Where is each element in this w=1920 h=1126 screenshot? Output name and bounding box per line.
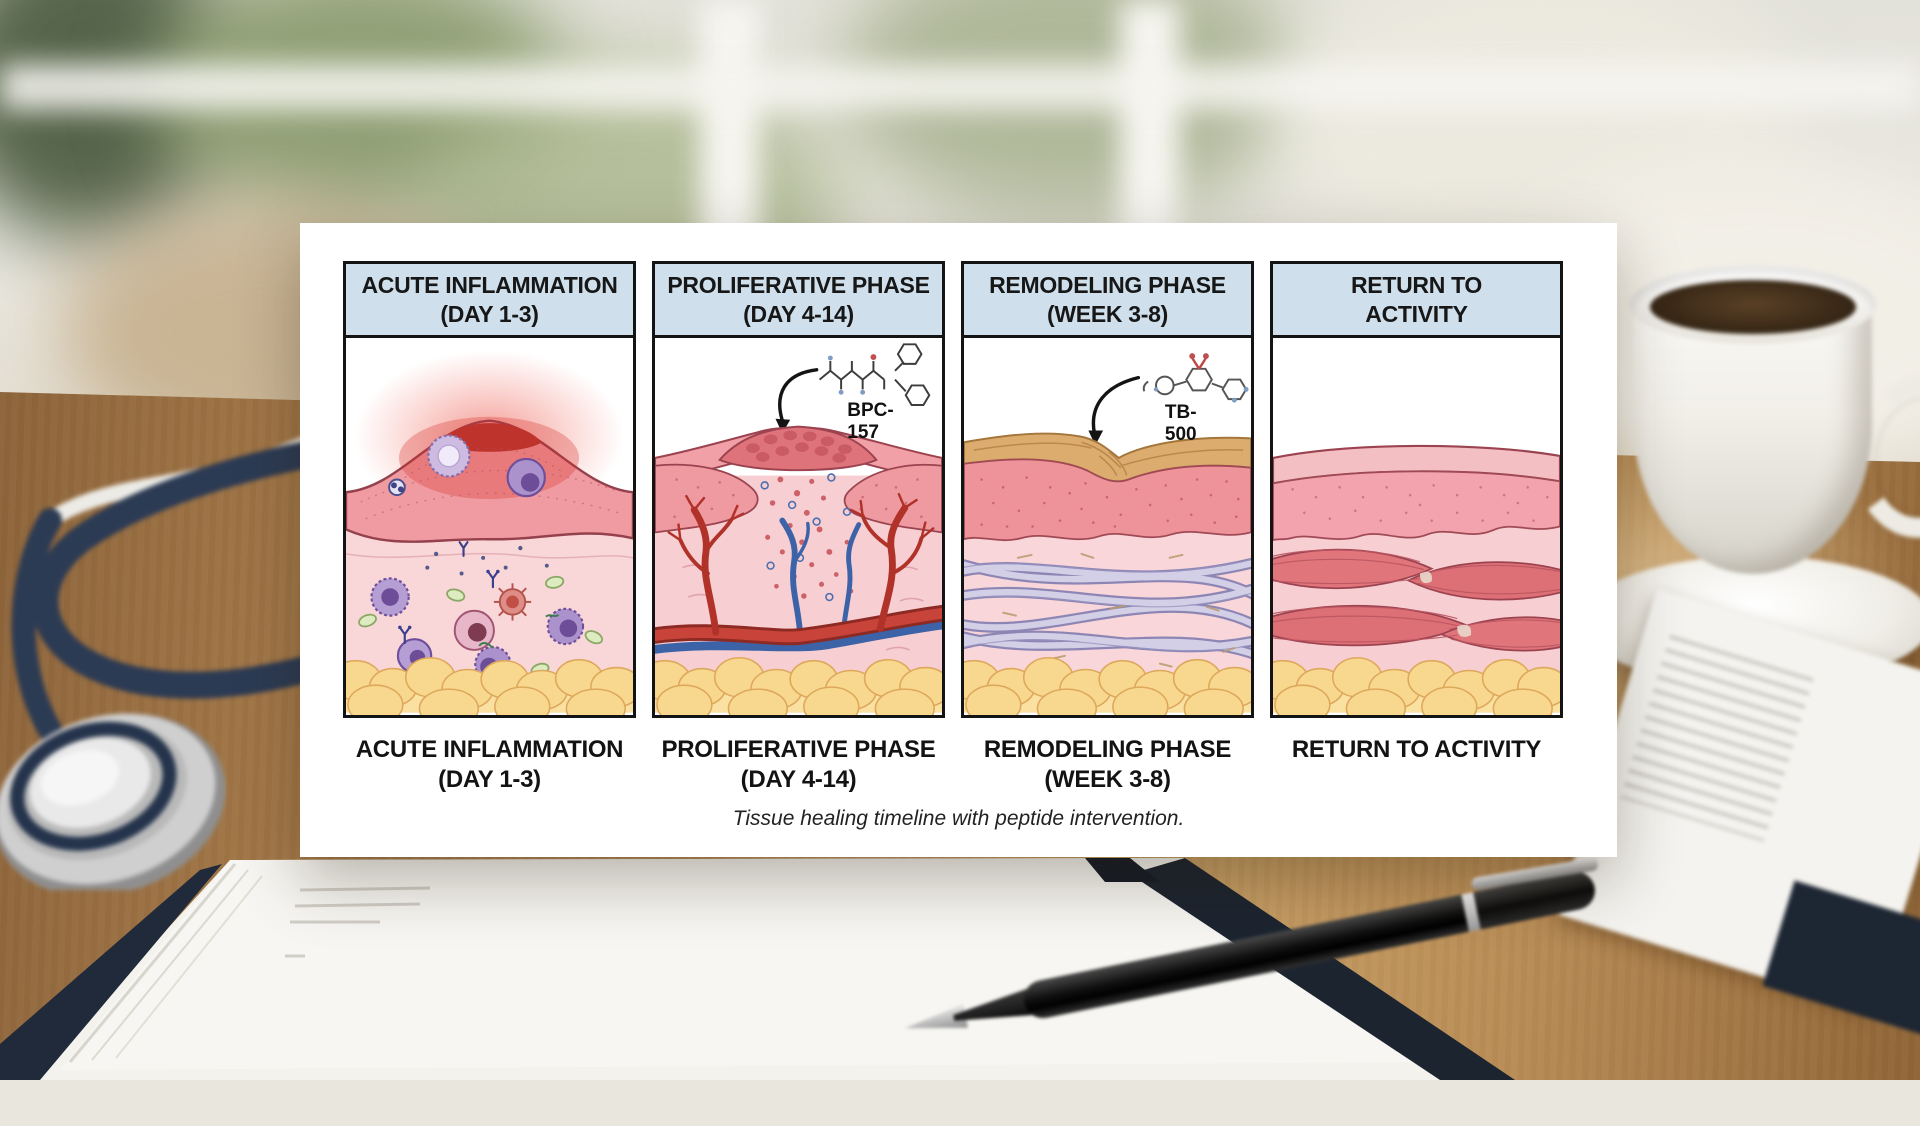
caption-line2: (DAY 1-3) [438, 766, 541, 793]
peptide-arrow [775, 368, 819, 434]
panel-acute-inflammation: ACUTE INFLAMMATION (DAY 1-3) [343, 261, 636, 795]
panel-header-line2: ACTIVITY [1365, 300, 1468, 327]
stethoscope [0, 382, 688, 890]
panel-frame: REMODELING PHASE (WEEK 3-8) [961, 261, 1254, 718]
panel-header: RETURN TO ACTIVITY [1273, 264, 1560, 338]
bpc157-molecule [818, 343, 931, 407]
fat-layer [1273, 656, 1560, 715]
panel-caption: RETURN TO ACTIVITY [1291, 735, 1542, 765]
open-book [0, 858, 1515, 1080]
healed-muscle-drawing [1273, 340, 1560, 715]
fat-layer [346, 656, 633, 715]
panel-header: PROLIFERATIVE PHASE (DAY 4-14) [655, 264, 942, 338]
acute-inflammation-illustration [346, 338, 633, 715]
caption-line1: PROLIFERATIVE PHASE [661, 736, 936, 763]
tb500-label: TB-500 [1164, 402, 1197, 445]
panel-header-line1: RETURN TO [1350, 271, 1483, 298]
desk-scene: ACUTE INFLAMMATION (DAY 1-3) [0, 0, 1920, 1080]
fat-layer [964, 656, 1251, 715]
pen-body [1020, 890, 1489, 1022]
healed-tissue-illustration [1273, 338, 1560, 715]
bpc157-label: BPC-157 [847, 400, 894, 443]
panel-caption: ACUTE INFLAMMATION (DAY 1-3) [355, 735, 624, 795]
caption-line2: (DAY 4-14) [740, 766, 857, 793]
page-text-lines [1620, 635, 1814, 842]
proliferative-illustration: BPC-157 [655, 338, 942, 715]
fat-layer [655, 656, 942, 715]
coffee-surface [1650, 280, 1856, 334]
tb500-molecule [1142, 353, 1249, 403]
panel-frame: ACUTE INFLAMMATION (DAY 1-3) [343, 261, 636, 718]
panel-proliferative-phase: PROLIFERATIVE PHASE (DAY 4-14) [652, 261, 945, 795]
panel-header-line1: REMODELING PHASE [989, 271, 1226, 298]
panel-header-line2: (DAY 1-3) [440, 300, 539, 327]
caption-line1: ACUTE INFLAMMATION [355, 736, 624, 763]
pen-tip [902, 1004, 968, 1040]
skin-inflammation-drawing [346, 340, 633, 715]
panel-caption: PROLIFERATIVE PHASE (DAY 4-14) [662, 735, 936, 795]
peptide-arrow [1088, 375, 1141, 446]
panel-caption: REMODELING PHASE (WEEK 3-8) [983, 735, 1232, 795]
caption-line2: (WEEK 3-8) [1044, 766, 1171, 793]
figure-caption: Tissue healing timeline with peptide int… [732, 807, 1185, 830]
panel-remodeling-phase: REMODELING PHASE (WEEK 3-8) [961, 261, 1254, 795]
collagen-remodeling-drawing [964, 340, 1251, 715]
panels-row: ACUTE INFLAMMATION (DAY 1-3) [343, 261, 1563, 795]
panel-header-line1: PROLIFERATIVE PHASE [667, 271, 930, 298]
panel-header-line1: ACUTE INFLAMMATION [361, 271, 618, 298]
foliage-blob [840, 0, 1300, 220]
panel-header: ACUTE INFLAMMATION (DAY 1-3) [346, 264, 633, 338]
granulation-vessels-drawing [655, 340, 942, 715]
panel-header-line2: (WEEK 3-8) [1047, 300, 1168, 327]
healing-timeline-card: ACUTE INFLAMMATION (DAY 1-3) [300, 223, 1617, 857]
caption-line1: RETURN TO ACTIVITY [1291, 736, 1542, 763]
panel-return-to-activity: RETURN TO ACTIVITY [1270, 261, 1563, 795]
panel-frame: PROLIFERATIVE PHASE (DAY 4-14) [652, 261, 945, 718]
panel-frame: RETURN TO ACTIVITY [1270, 261, 1563, 718]
panel-header-line2: (DAY 4-14) [743, 300, 854, 327]
collagen-fibers [964, 557, 1251, 660]
window-frame-bar [0, 64, 1920, 110]
remodeling-illustration: TB-500 [964, 338, 1251, 715]
caption-line1: REMODELING PHASE [983, 736, 1232, 763]
panel-header: REMODELING PHASE (WEEK 3-8) [964, 264, 1251, 338]
